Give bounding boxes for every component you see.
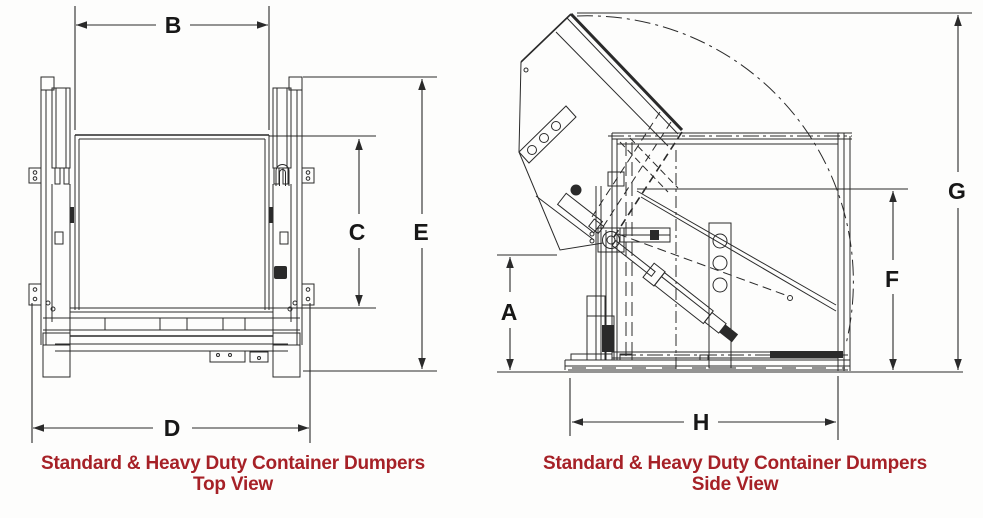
top-left-rail — [28, 76, 74, 378]
dim-label-c: C — [349, 219, 366, 245]
dim-label-a: A — [501, 299, 518, 325]
dimension-h: H — [569, 376, 839, 440]
mast-and-pivot — [556, 171, 671, 361]
dimension-b: B — [74, 6, 270, 130]
dim-label-e: E — [413, 219, 428, 245]
dim-label-b: B — [165, 12, 182, 38]
dimension-d: D — [31, 303, 311, 443]
top-container-body — [43, 134, 300, 363]
hydraulic-cylinder — [611, 239, 739, 343]
dim-label-d: D — [164, 415, 181, 441]
lift-mechanism — [611, 190, 837, 369]
dimension-a: A — [497, 254, 557, 370]
top-view-caption: Standard & Heavy Duty Container Dumpers … — [18, 453, 448, 495]
side-view-subtitle: Side View — [691, 474, 779, 495]
side-view-drawing: A G F H — [497, 12, 972, 440]
hopper — [518, 12, 684, 251]
dimension-e: E — [303, 76, 437, 372]
side-frame — [608, 132, 852, 371]
top-view-drawing: B C E D — [28, 6, 437, 443]
dim-label-g: G — [948, 178, 966, 204]
dimension-c: C — [269, 135, 376, 309]
dimension-f: F — [637, 188, 908, 370]
side-view-title: Standard & Heavy Duty Container Dumpers — [543, 453, 927, 474]
side-view-caption: Standard & Heavy Duty Container Dumpers … — [520, 453, 950, 495]
top-right-rail — [269, 76, 315, 378]
top-view-subtitle: Top View — [192, 474, 274, 495]
base-and-ground — [497, 353, 963, 373]
dim-label-f: F — [885, 266, 899, 292]
top-view-title: Standard & Heavy Duty Container Dumpers — [41, 453, 425, 474]
dump-arc — [576, 15, 854, 345]
dimension-g: G — [577, 12, 972, 370]
dim-label-h: H — [693, 409, 710, 435]
